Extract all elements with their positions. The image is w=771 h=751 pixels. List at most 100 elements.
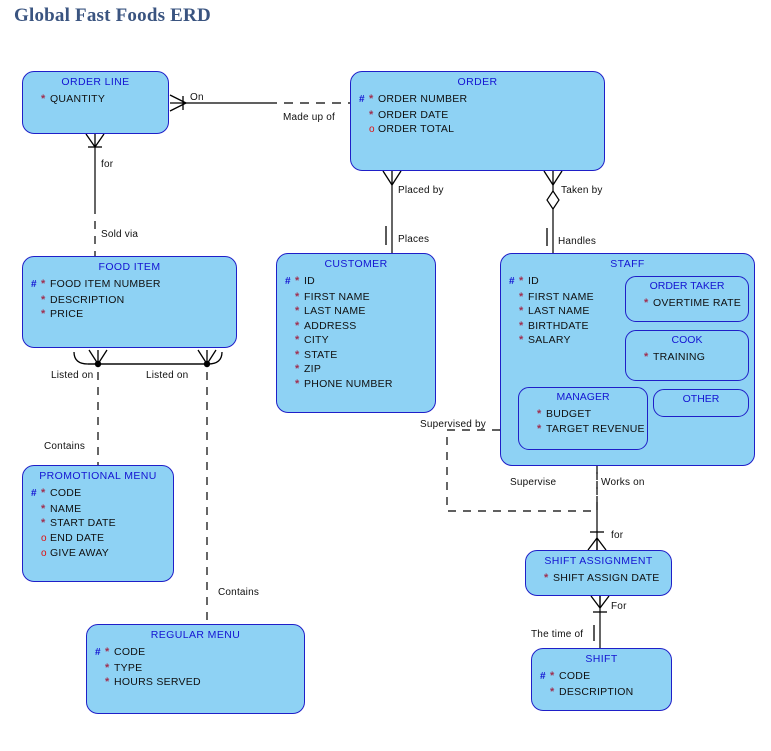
attribute-optionality-marker: * <box>41 502 46 515</box>
entity-order-line[interactable]: ORDER LINE *QUANTITY <box>22 71 169 134</box>
attribute-row: *DESCRIPTION <box>31 293 236 308</box>
attribute-list: *BUDGET* TARGET REVENUE <box>519 407 647 436</box>
attribute-pk-marker: # <box>31 488 37 499</box>
relationship-label-taken-by: Taken by <box>561 185 603 196</box>
entity-food-item[interactable]: FOOD ITEM#*FOOD ITEM NUMBER*DESCRIPTION*… <box>22 256 237 348</box>
subtype-title: OTHER <box>682 393 720 405</box>
subtype-order-taker[interactable]: ORDER TAKER *OVERTIME RATE <box>625 276 749 322</box>
attribute-name: BUDGET <box>546 408 592 420</box>
entity-customer[interactable]: CUSTOMER#*ID*FIRST NAME*LAST NAME*ADDRES… <box>276 253 436 413</box>
relationship-label-contains-1: Contains <box>44 441 86 452</box>
attribute-list: *QUANTITY <box>23 92 168 107</box>
entity-title: CUSTOMER <box>324 258 388 270</box>
attribute-row: *SHIFT ASSIGN DATE <box>534 571 671 586</box>
attribute-optionality-marker: * <box>519 290 524 303</box>
attribute-name: ADDRESS <box>304 319 357 332</box>
subtype-title: ORDER TAKER <box>649 280 725 292</box>
attribute-name: ORDER DATE <box>378 108 449 121</box>
attribute-row: #*ID <box>285 274 435 290</box>
attribute-row: *CITY <box>285 333 435 348</box>
relationship-label-made-up-of: Made up of <box>283 112 336 123</box>
attribute-name: DESCRIPTION <box>559 685 634 698</box>
attribute-row: #*CODE <box>540 669 671 685</box>
attribute-list: #*FOOD ITEM NUMBER*DESCRIPTION*PRICE <box>23 277 236 322</box>
attribute-pk-marker: # <box>359 94 365 105</box>
attribute-name: TARGET REVENUE <box>546 422 645 435</box>
attribute-list: #*ID*FIRST NAME*LAST NAME*BIRTHDATE*SALA… <box>501 274 754 348</box>
attribute-name: BIRTHDATE <box>528 319 589 332</box>
entity-shift-assignment[interactable]: SHIFT ASSIGNMENT*SHIFT ASSIGN DATE <box>525 550 672 596</box>
attribute-optionality-marker: o <box>41 548 47 559</box>
relationship-label-listed-on-2: Listed on <box>146 370 189 381</box>
attribute-name: ORDER NUMBER <box>378 93 468 105</box>
attribute-name: GIVE AWAY <box>50 547 110 559</box>
attribute-optionality-marker: * <box>295 319 300 332</box>
attribute-row: * TARGET REVENUE <box>527 422 647 437</box>
attribute-pk-marker: # <box>31 279 37 290</box>
attribute-optionality-marker: * <box>519 319 524 332</box>
attribute-name: ORDER TOTAL <box>378 123 455 135</box>
relationship-label-placed-by: Placed by <box>398 185 444 196</box>
entity-title: ORDER LINE <box>61 76 130 88</box>
attribute-optionality-marker: * <box>519 334 524 346</box>
relationship-label-contains-2: Contains <box>218 587 260 598</box>
attribute-name: HOURS SERVED <box>114 676 201 688</box>
relationship-label-listed-on-1: Listed on <box>51 370 94 381</box>
attribute-name: LAST NAME <box>528 305 590 317</box>
attribute-row: * SALARY <box>509 333 754 348</box>
attribute-optionality-marker: * <box>295 275 300 287</box>
attribute-row: *FIRST NAME <box>509 290 754 305</box>
attribute-list: #*CODE* DESCRIPTION <box>532 669 671 699</box>
subtype-title: MANAGER <box>556 391 610 403</box>
attribute-row: *TYPE <box>95 661 304 676</box>
attribute-optionality-marker: * <box>295 290 300 303</box>
attribute-name: DESCRIPTION <box>50 293 125 306</box>
attribute-row: #*CODE <box>31 486 173 502</box>
attribute-name: STATE <box>304 348 338 361</box>
attribute-optionality-marker: * <box>105 661 110 674</box>
attribute-row: #*CODE <box>95 645 304 661</box>
entity-shift[interactable]: SHIFT#*CODE*DESCRIPTION <box>531 648 672 711</box>
attribute-row: *BUDGET <box>527 407 647 422</box>
entity-regular-menu[interactable]: REGULAR MENU#*CODE*TYPE*HOURS SERVED <box>86 624 305 714</box>
attribute-row: #*ORDER NUMBER <box>359 92 604 108</box>
attribute-row: #*FOOD ITEM NUMBER <box>31 277 236 293</box>
attribute-row: *FIRST NAME <box>285 290 435 305</box>
entity-staff[interactable]: STAFF#*ID*FIRST NAME*LAST NAME*BIRTHDATE… <box>500 253 755 466</box>
attribute-optionality-marker: * <box>105 646 110 658</box>
attribute-name: SALARY <box>528 334 571 346</box>
attribute-pk-marker: # <box>285 276 291 287</box>
relationship-label-supervised-by: Supervised by <box>420 419 486 430</box>
page-title: Global Fast Foods ERD <box>14 5 211 26</box>
attribute-name: ZIP <box>304 363 322 375</box>
attribute-row: *ZIP <box>285 362 435 377</box>
attribute-optionality-marker: * <box>537 422 542 435</box>
attribute-pk-marker: # <box>95 647 101 658</box>
attribute-name: SHIFT ASSIGN DATE <box>553 572 660 584</box>
attribute-optionality-marker: * <box>519 305 524 317</box>
attribute-list: *OVERTIME RATE <box>626 296 748 311</box>
attribute-optionality-marker: * <box>644 351 649 363</box>
attribute-name: CITY <box>304 334 329 346</box>
entity-title: STAFF <box>610 258 645 270</box>
attribute-name: PRICE <box>50 308 84 320</box>
attribute-optionality-marker: * <box>644 297 649 309</box>
relationship-label-places: Places <box>398 234 430 245</box>
subtype-other[interactable]: OTHER <box>653 389 749 417</box>
attribute-optionality-marker: * <box>41 93 46 105</box>
subtype-cook[interactable]: COOK*TRAINING <box>625 330 749 381</box>
relationship-label-for-shift: For <box>611 601 627 612</box>
attribute-optionality-marker: * <box>550 685 555 698</box>
attribute-optionality-marker: * <box>41 278 46 290</box>
subtype-manager[interactable]: MANAGER *BUDGET* TARGET REVENUE <box>518 387 648 450</box>
attribute-optionality-marker: o <box>369 124 375 135</box>
relationship-label-for-orderline: for <box>101 159 114 170</box>
attribute-optionality-marker: * <box>105 676 110 688</box>
attribute-optionality-marker: * <box>295 348 300 361</box>
